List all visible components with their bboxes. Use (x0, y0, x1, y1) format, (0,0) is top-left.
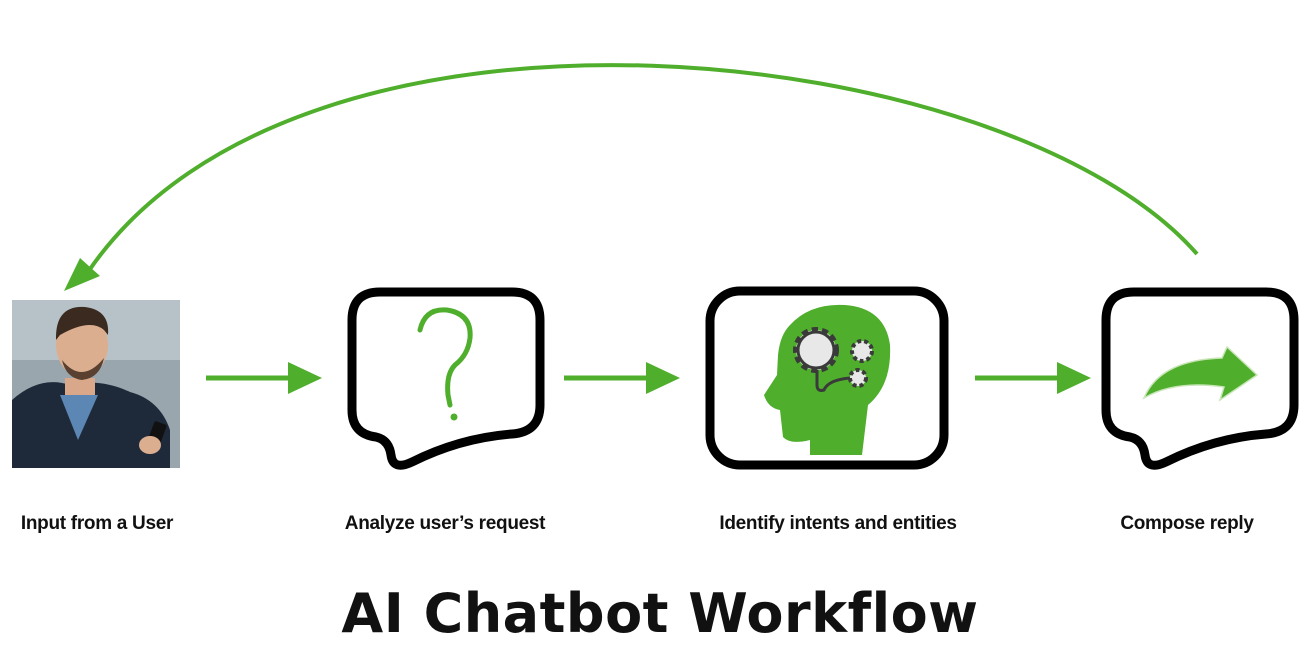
step-label-compose: Compose reply (1120, 513, 1254, 534)
flow-arrow-3 (975, 362, 1091, 394)
diagram-title: AI Chatbot Workflow (341, 582, 979, 645)
step-label-intents: Identify intents and entities (719, 513, 957, 534)
step-label-analyze: Analyze user’s request (344, 513, 546, 534)
question-mark-icon (417, 307, 473, 421)
reply-arrow-icon (1142, 345, 1259, 402)
intents-box (705, 286, 949, 470)
step-label-input: Input from a User (20, 513, 174, 534)
feedback-arc-arrow (64, 63, 1199, 291)
head-gears-icon (764, 304, 891, 455)
user-photo (12, 300, 180, 468)
flow-arrow-1 (206, 362, 322, 394)
flow-arrow-2 (564, 362, 680, 394)
analyze-bubble (352, 292, 540, 465)
compose-bubble (1106, 292, 1294, 465)
